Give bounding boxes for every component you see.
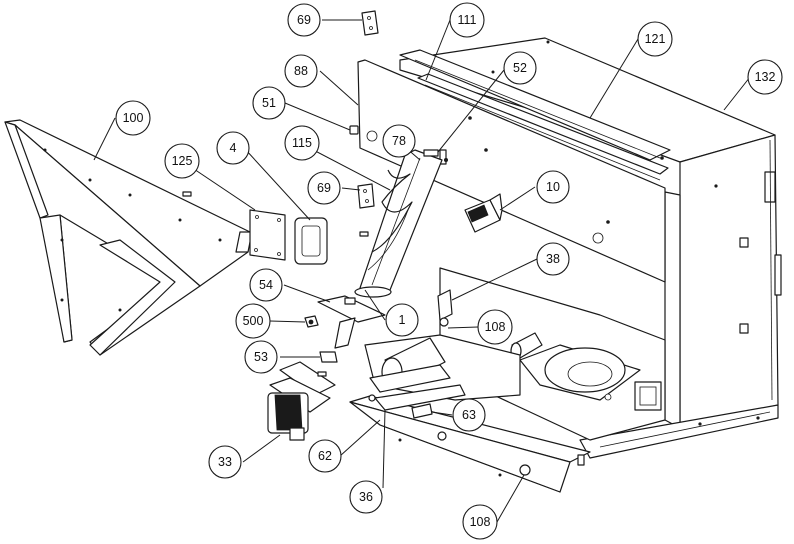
callout-number: 4: [230, 141, 237, 155]
callout-c63: 63: [452, 398, 486, 432]
callout-number: 1: [399, 313, 406, 327]
callout-circle: [462, 504, 498, 540]
callout-number: 100: [123, 111, 144, 125]
callout-number: 53: [254, 350, 268, 364]
callout-circle: [503, 51, 537, 85]
callout-number: 69: [297, 13, 311, 27]
clip-part-53: [319, 351, 338, 363]
callout-c54: 54: [249, 268, 283, 302]
callout-number: 52: [513, 61, 527, 75]
bracket-part-10: [464, 193, 503, 233]
callout-circle: [284, 54, 318, 88]
callout-circle: [307, 171, 341, 205]
callout-circle: [449, 2, 485, 38]
callout-c100: 100: [115, 100, 151, 136]
callout-number: 69: [317, 181, 331, 195]
callout-circle: [235, 303, 271, 339]
pin-part-51: [349, 125, 359, 135]
callout-number: 108: [470, 515, 491, 529]
callout-number: 121: [645, 32, 666, 46]
bracket-part-69-mid: [357, 183, 375, 209]
callout-c52: 52: [503, 51, 537, 85]
callout-c78: 78: [382, 124, 416, 158]
callout-c69a: 69: [287, 3, 321, 37]
auger-assembly-part-115: [354, 149, 448, 298]
callout-circle: [164, 143, 200, 179]
bracket-part-38: [437, 289, 453, 327]
callout-c108b: 108: [462, 504, 498, 540]
callout-c4: 4: [216, 131, 250, 165]
motor-assembly-part-33: [267, 361, 336, 441]
callout-number: 111: [457, 13, 476, 27]
callout-c111: 111: [449, 2, 485, 38]
callout-circle: [477, 309, 513, 345]
callout-labels: 69 111 121 88 52 132 51 100 78 115 125 4 69 10 38 54 1 50…: [115, 2, 783, 540]
callout-c36: 36: [349, 480, 383, 514]
callout-circle: [382, 124, 416, 158]
callout-number: 54: [259, 278, 273, 292]
callout-circle: [536, 170, 570, 204]
screw-part-500: [304, 315, 319, 328]
callout-number: 10: [546, 180, 560, 194]
callout-circle: [244, 340, 278, 374]
bracket-part-69-top: [361, 10, 379, 36]
callout-circle: [349, 480, 383, 514]
callout-circle: [216, 131, 250, 165]
callout-c132: 132: [747, 59, 783, 95]
callout-number: 125: [172, 154, 193, 168]
callout-circle: [637, 21, 673, 57]
callout-circle: [308, 439, 342, 473]
callout-c1: 1: [385, 303, 419, 337]
callout-c10: 10: [536, 170, 570, 204]
callout-number: 108: [485, 320, 506, 334]
clip-part-63: [411, 403, 433, 419]
callout-c38: 38: [536, 242, 570, 276]
callout-c125: 125: [164, 143, 200, 179]
callout-number: 500: [243, 314, 264, 328]
gasket-part-125: [249, 209, 286, 261]
callout-number: 36: [359, 490, 373, 504]
callout-circle: [115, 100, 151, 136]
callout-c62: 62: [308, 439, 342, 473]
callout-c500: 500: [235, 303, 271, 339]
callout-number: 88: [294, 64, 308, 78]
callout-c53: 53: [244, 340, 278, 374]
callout-circle: [287, 3, 321, 37]
callout-circle: [385, 303, 419, 337]
callout-number: 63: [462, 408, 476, 422]
lever-part-62: [368, 384, 466, 411]
plate-part-54: [317, 295, 386, 349]
callout-number: 51: [262, 96, 276, 110]
callout-circle: [252, 86, 286, 120]
callout-c51: 51: [252, 86, 286, 120]
callout-circle: [536, 242, 570, 276]
callout-circle: [208, 445, 242, 479]
callout-c121: 121: [637, 21, 673, 57]
callout-circle: [747, 59, 783, 95]
callout-c33: 33: [208, 445, 242, 479]
callout-circle: [452, 398, 486, 432]
callout-number: 62: [318, 449, 332, 463]
callout-c88: 88: [284, 54, 318, 88]
callout-number: 33: [218, 455, 232, 469]
callout-c108a: 108: [477, 309, 513, 345]
chute-cylinder: [364, 334, 521, 401]
callout-number: 78: [392, 134, 406, 148]
seal-part-4: [294, 217, 328, 265]
callout-c69b: 69: [307, 171, 341, 205]
callout-c115: 115: [284, 125, 320, 161]
callout-number: 132: [755, 70, 776, 84]
callout-circle: [249, 268, 283, 302]
callout-number: 115: [292, 136, 312, 150]
side-panel-part-100: [4, 119, 253, 356]
callout-number: 38: [546, 252, 560, 266]
callout-circle: [284, 125, 320, 161]
